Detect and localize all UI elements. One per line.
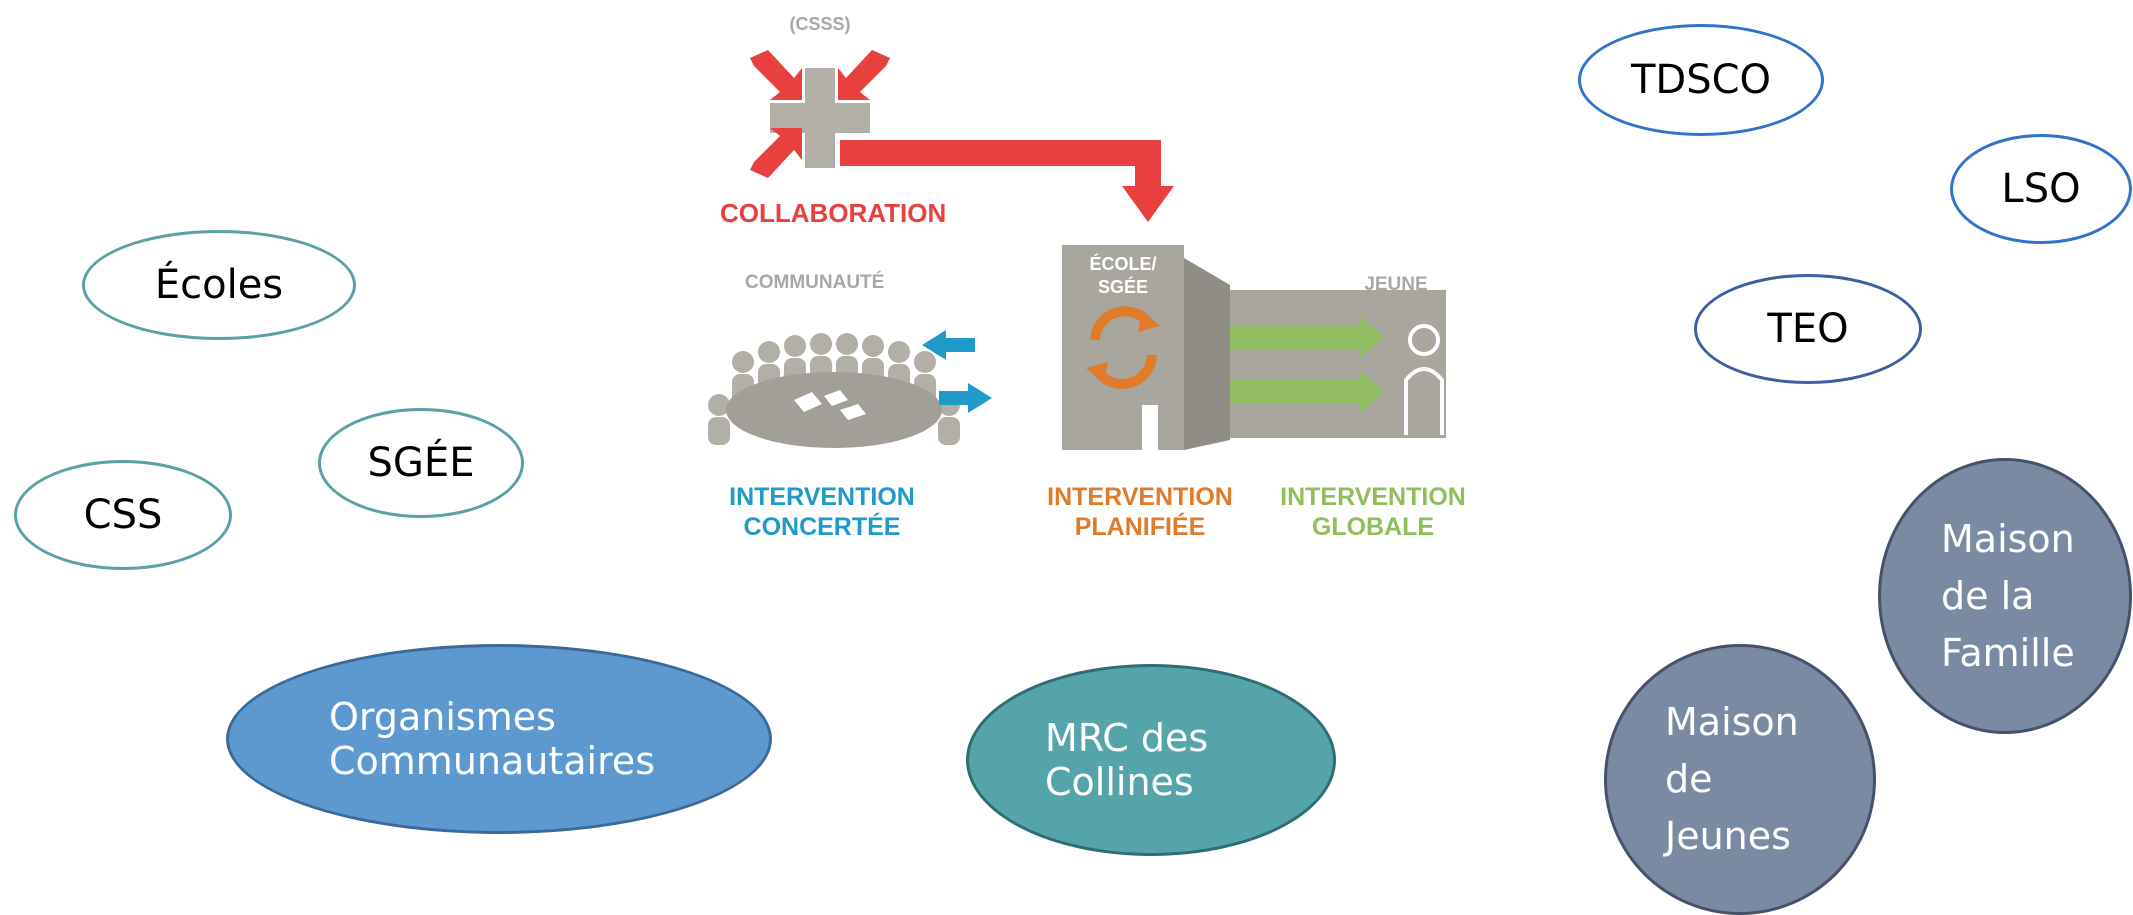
oval-tdsco: TDSCO bbox=[1578, 24, 1824, 136]
oval-css-label: CSS bbox=[83, 492, 163, 538]
oval-teo-label: TEO bbox=[1767, 306, 1849, 352]
oval-maison-de-la-famille: Maison de la Famille bbox=[1878, 458, 2132, 734]
globale-label-line2: GLOBALE bbox=[1312, 513, 1434, 541]
oval-mrc-label: MRC des Collines bbox=[1045, 716, 1209, 804]
collaboration-label: COLLABORATION bbox=[720, 198, 946, 228]
communaute-label: COMMUNAUTÉ bbox=[745, 271, 884, 293]
collaboration-arrow-icon bbox=[840, 140, 1174, 222]
oval-sgee: SGÉE bbox=[318, 408, 524, 518]
collaboration-diagram: (CSSS) COLLABORATION COMMUNAUTÉ bbox=[708, 14, 1466, 541]
ecole-label-line2: SGÉE bbox=[1098, 276, 1148, 297]
converging-arrows-icon bbox=[750, 50, 890, 178]
oval-css: CSS bbox=[14, 460, 232, 570]
oval-maison-de-jeunes: Maison de Jeunes bbox=[1604, 644, 1876, 915]
concertee-label-line2: CONCERTÉE bbox=[744, 512, 901, 541]
oval-organismes-communautaires: Organismes Communautaires bbox=[226, 644, 772, 834]
oval-tdsco-label: TDSCO bbox=[1630, 57, 1772, 103]
cycle-arrowheads-icon bbox=[1086, 310, 1160, 384]
csss-label: (CSSS) bbox=[789, 14, 850, 34]
oval-ecoles-label: Écoles bbox=[154, 262, 284, 308]
youth-person-icon bbox=[1404, 324, 1444, 435]
oval-maison-jeunes-label: Maison de Jeunes bbox=[1665, 700, 1799, 858]
globale-label-line1: INTERVENTION bbox=[1280, 483, 1466, 511]
concertee-label-line1: INTERVENTION bbox=[729, 483, 915, 511]
youth-panel-icon bbox=[1230, 290, 1446, 438]
oval-sgee-label: SGÉE bbox=[367, 440, 475, 486]
oval-mrc-des-collines: MRC des Collines bbox=[966, 664, 1336, 856]
oval-teo: TEO bbox=[1694, 274, 1922, 384]
oval-ecoles: Écoles bbox=[82, 230, 356, 340]
planifiee-label-line2: PLANIFIÉE bbox=[1075, 512, 1206, 541]
oval-organismes-label: Organismes Communautaires bbox=[329, 695, 656, 783]
ecole-label-line1: ÉCOLE/ bbox=[1089, 253, 1156, 274]
oval-maison-famille-label: Maison de la Famille bbox=[1941, 516, 2075, 675]
jeune-label: JEUNE bbox=[1364, 274, 1427, 295]
community-table-icon bbox=[708, 333, 960, 448]
school-building-icon bbox=[1062, 245, 1230, 450]
health-cross-icon bbox=[770, 68, 870, 168]
planifiee-label-line1: INTERVENTION bbox=[1047, 483, 1233, 511]
oval-lso-label: LSO bbox=[2001, 166, 2081, 212]
exchange-arrows-icon bbox=[922, 330, 992, 413]
oval-lso: LSO bbox=[1950, 134, 2132, 244]
